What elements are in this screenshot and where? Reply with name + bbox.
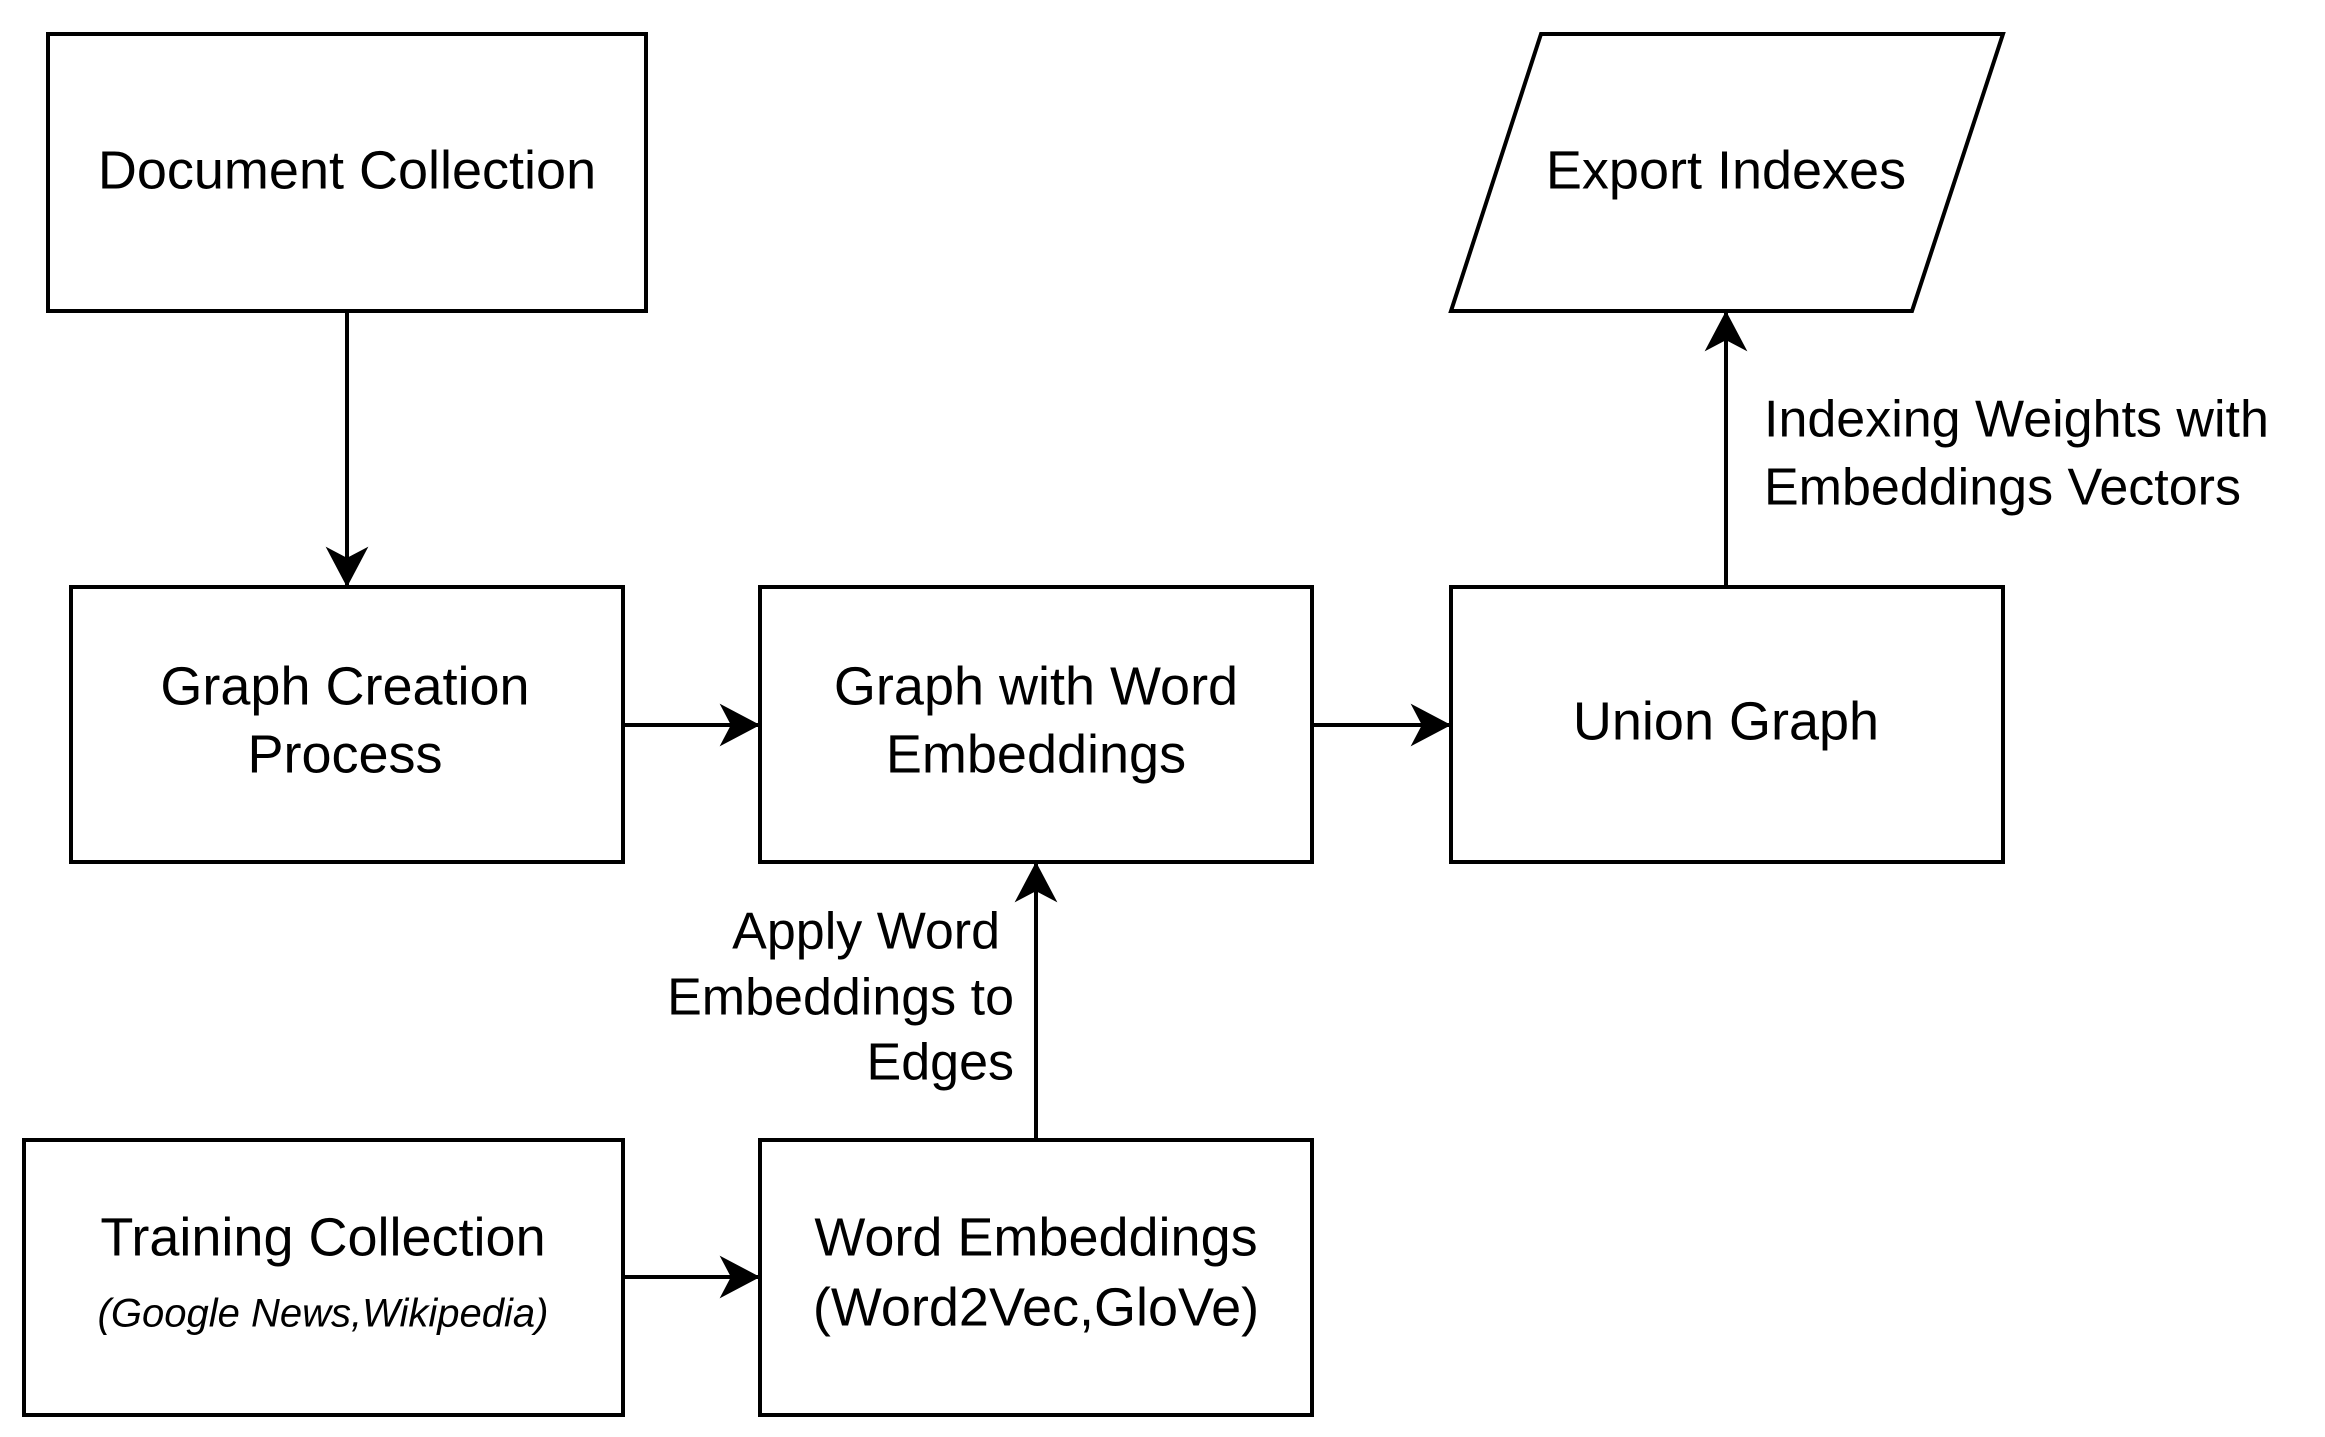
node-graph-with-word-embeddings: Graph with Word Embeddings (758, 585, 1314, 864)
apply-label-line1: Apply Word (732, 903, 1000, 961)
node-word-embeddings: Word Embeddings (Word2Vec,GloVe) (758, 1138, 1314, 1417)
document-collection-label: Document Collection (98, 140, 596, 200)
graph-with-embeddings-label-line1: Graph with Word (834, 656, 1238, 716)
apply-label-line3: Edges (867, 1034, 1014, 1092)
export-indexes-label: Export Indexes (1546, 140, 1906, 200)
word-embeddings-label-line2: (Word2Vec,GloVe) (813, 1277, 1259, 1337)
arrowhead-document-to-graph-creation (325, 546, 369, 588)
arrowhead-graph-creation-to-embeddings (719, 703, 761, 747)
arrowhead-embeddings-to-union (1410, 703, 1452, 747)
graph-creation-label-line2: Process (247, 724, 442, 784)
arrowhead-union-to-export (1704, 310, 1748, 352)
node-export-indexes: Export Indexes (1448, 32, 2006, 313)
training-collection-label: Training Collection (100, 1207, 545, 1267)
indexing-label-line2: Embeddings Vectors (1764, 459, 2241, 517)
node-document-collection: Document Collection (46, 32, 648, 313)
node-graph-creation-process: Graph Creation Process (69, 585, 625, 864)
union-graph-label: Union Graph (1573, 691, 1879, 751)
graph-with-embeddings-label-line2: Embeddings (886, 724, 1186, 784)
apply-label-line2: Embeddings to (667, 969, 1014, 1027)
arrowhead-word-embeddings-to-graph (1014, 861, 1058, 903)
graph-creation-label-line1: Graph Creation (160, 656, 529, 716)
edge-label-indexing-weights: Indexing Weights with Embeddings Vectors (1764, 391, 2269, 517)
node-training-collection: Training Collection (Google News,Wikiped… (22, 1138, 625, 1417)
indexing-label-line1: Indexing Weights with (1764, 391, 2269, 449)
arrowhead-training-to-word-embeddings (719, 1255, 761, 1299)
word-embeddings-label-line1: Word Embeddings (814, 1207, 1257, 1267)
edge-label-apply-word-embeddings: Apply Word Embeddings to Edges (667, 903, 1014, 1092)
edges (325, 310, 1748, 1299)
training-collection-subtitle: (Google News,Wikipedia) (98, 1292, 549, 1336)
node-union-graph: Union Graph (1449, 585, 2005, 864)
